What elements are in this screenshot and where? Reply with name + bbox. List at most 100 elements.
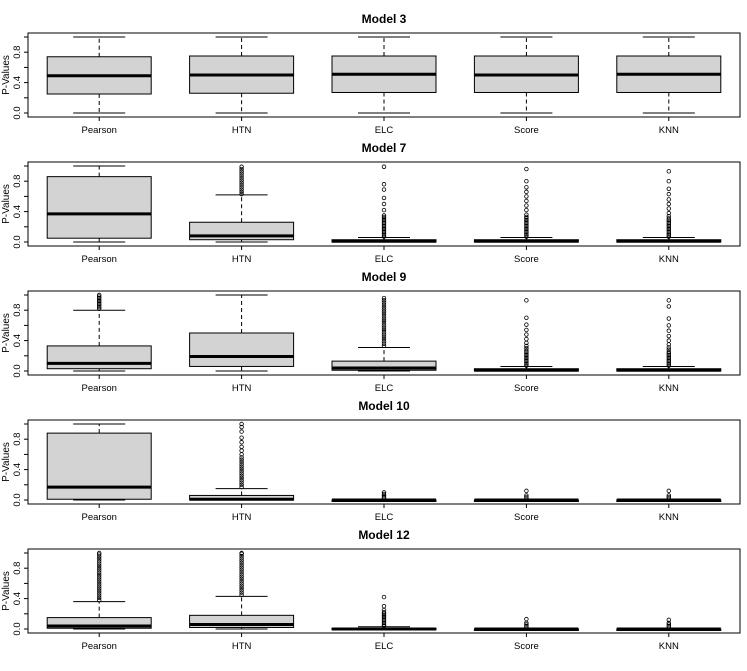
outlier-point [381,195,387,201]
outlier-point [524,357,529,362]
outlier-point [381,614,387,620]
outlier-point [666,360,671,365]
box-htn [189,36,295,114]
x-tick-label: Pearson [82,254,117,265]
outlier-point [666,494,671,500]
outlier-point [239,562,244,568]
box-iqr [46,176,152,239]
outlier-point [524,212,529,217]
panel-title: Model 9 [362,270,407,284]
outlier-point [381,623,387,629]
outlier-point [239,429,244,434]
outlier-point [666,333,671,339]
x-tick-label: Pearson [82,383,117,394]
outlier-point [666,223,671,229]
box-iqr [46,617,152,629]
outlier-point [239,569,244,575]
outlier-point [381,234,387,239]
outlier-point [96,584,102,589]
outlier-point [666,622,671,627]
outlier-point [96,591,102,596]
outlier-point [524,194,529,199]
box-score [473,488,579,502]
outlier-point [666,357,671,362]
y-axis-label: P-Values [1,184,12,224]
outlier-point [666,323,671,328]
outlier-point [96,588,102,594]
outlier-point [524,496,529,501]
outlier-point [381,613,387,618]
outlier-point [239,182,244,188]
x-tick-label: KNN [659,125,679,136]
plot-frame [27,548,741,634]
y-tick-label: 0.0 [12,106,23,119]
outlier-point [666,234,671,239]
box-iqr [46,432,152,500]
outlier-point [96,561,102,566]
outlier-point [666,352,671,358]
outlier-point [524,219,529,224]
x-tick-label: ELC [375,512,394,523]
outlier-point [381,222,387,227]
outlier-point [666,225,671,230]
outlier-point [96,298,102,304]
outlier-point [239,185,244,190]
outlier-point [666,354,671,359]
x-tick-label: Score [514,383,539,394]
outlier-point [239,468,244,474]
y-tick-label: 0.0 [12,493,23,506]
panel-title: Model 3 [362,12,407,26]
outlier-point [524,332,529,337]
outlier-point [239,466,244,472]
outlier-point [524,622,529,627]
outlier-point [239,576,244,582]
x-tick-label: ELC [375,125,394,136]
outlier-point [381,300,387,305]
outlier-point [381,622,387,627]
y-axis-label: P-Values [1,55,12,95]
panel-title: Model 7 [362,141,407,155]
outlier-point [381,225,387,230]
outlier-point [381,604,387,609]
outlier-point [96,556,102,562]
outlier-point [524,315,529,320]
outlier-point [239,475,244,481]
y-axis-label: P-Values [1,442,12,482]
outlier-point [524,616,529,622]
box-elc [331,490,437,502]
panel-title: Model 10 [358,399,410,413]
x-tick-label: HTN [232,641,252,652]
y-tick-label: 0.0 [12,364,23,377]
outlier-point [524,346,529,351]
outlier-point [239,482,244,487]
outlier-point [96,559,102,564]
outlier-point [96,295,102,301]
outlier-point [96,292,102,298]
outlier-point [381,332,387,337]
y-tick-label: 0.8 [12,175,23,188]
x-tick-label: HTN [232,383,252,394]
box-pearson [46,36,152,114]
y-tick-label: 0.8 [12,562,23,575]
outlier-point [239,166,244,172]
outlier-point [96,597,102,603]
outlier-point [96,550,102,556]
outlier-point [381,201,387,207]
outlier-point [239,462,244,467]
outlier-point [666,623,671,629]
outlier-point [239,585,244,591]
outlier-point [381,223,387,229]
box-knn [616,36,722,114]
box-htn [189,550,295,630]
outlier-point [96,595,102,601]
box-iqr [189,332,295,367]
outlier-point [381,187,387,192]
box-pearson [46,423,152,501]
outlier-point [239,164,244,169]
outlier-point [381,307,387,312]
y-axis-label: P-Values [1,571,12,611]
outlier-point [96,306,102,311]
